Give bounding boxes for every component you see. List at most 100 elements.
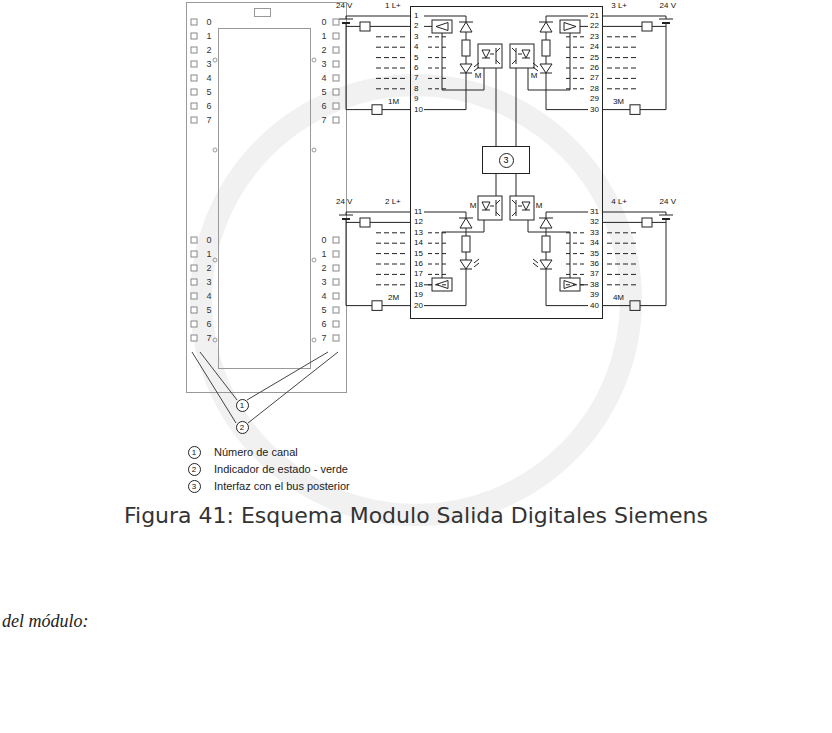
ground-terminal: 3M <box>613 98 624 106</box>
led-square <box>333 33 339 39</box>
channel-number: 6 <box>321 320 326 329</box>
terminal-number: 5 <box>414 54 418 62</box>
terminal-number: 35 <box>590 250 599 258</box>
terminal-number: 8 <box>414 85 418 93</box>
terminal-number: 26 <box>590 64 599 72</box>
led-square <box>333 321 339 327</box>
led-square <box>191 307 197 313</box>
output-driver <box>510 20 588 146</box>
channel-number: 2 <box>321 264 326 273</box>
channel-number: 5 <box>321 306 326 315</box>
terminal-number: 25 <box>590 54 599 62</box>
channel-number: 7 <box>206 334 211 343</box>
led-square <box>191 47 197 53</box>
legend-number: 2 <box>188 463 201 476</box>
callout-number: 1 <box>236 399 249 412</box>
terminal-number: 36 <box>590 260 599 268</box>
external-supply <box>339 212 410 310</box>
terminal-number: 23 <box>590 33 599 41</box>
output-driver <box>424 174 502 291</box>
ground-mark: M <box>470 202 477 210</box>
terminal-number: 19 <box>414 291 423 299</box>
terminal-number: 39 <box>590 291 599 299</box>
legend-text: Interfaz con el bus posterior <box>214 481 350 492</box>
ground-mark: M <box>475 72 482 80</box>
terminal-block <box>411 7 603 319</box>
terminal-number: 7 <box>414 74 418 82</box>
led-square <box>191 103 197 109</box>
channel-number: 0 <box>321 18 326 27</box>
callout-number: 3 <box>499 153 514 168</box>
channel-number: 7 <box>321 334 326 343</box>
terminal-number: 10 <box>414 106 423 114</box>
led-square <box>191 293 197 299</box>
channel-number: 6 <box>206 320 211 329</box>
led-square <box>191 19 197 25</box>
supply-terminal: 1 L+ <box>385 2 401 10</box>
terminal-number: 4 <box>414 43 418 51</box>
legend-text: Número de canal <box>214 447 298 458</box>
supply-terminal: 4 L+ <box>611 198 627 206</box>
channel-number: 0 <box>321 236 326 245</box>
channel-number: 5 <box>206 88 211 97</box>
supply-terminal: 3 L+ <box>611 2 627 10</box>
terminal-number: 16 <box>414 260 423 268</box>
channel-number: 4 <box>321 292 326 301</box>
led-square <box>333 103 339 109</box>
terminal-number: 3 <box>414 33 418 41</box>
legend-number: 1 <box>188 446 201 459</box>
terminal-number: 22 <box>590 22 599 30</box>
channel-number: 6 <box>206 102 211 111</box>
channel-number: 1 <box>206 32 211 41</box>
channel-number: 1 <box>321 250 326 259</box>
led-square <box>333 19 339 25</box>
terminal-number: 15 <box>414 250 423 258</box>
terminal-number: 31 <box>590 208 599 216</box>
led-square <box>191 75 197 81</box>
channel-number: 3 <box>206 60 211 69</box>
terminal-number: 6 <box>414 64 418 72</box>
led-square <box>191 251 197 257</box>
channel-number: 6 <box>321 102 326 111</box>
led-square <box>333 279 339 285</box>
led-square <box>333 61 339 67</box>
terminal-number: 37 <box>590 270 599 278</box>
supply-voltage: 24 V <box>336 198 352 206</box>
external-supply <box>602 16 673 114</box>
output-driver <box>510 174 588 291</box>
channel-number: 4 <box>206 292 211 301</box>
terminal-number: 29 <box>590 95 599 103</box>
channel-number: 5 <box>206 306 211 315</box>
channel-number: 3 <box>206 278 211 287</box>
output-driver <box>424 20 502 146</box>
ground-terminal: 4M <box>613 294 624 302</box>
led-square <box>333 293 339 299</box>
channel-number: 4 <box>206 74 211 83</box>
leader-lines <box>192 352 338 423</box>
terminal-number: 28 <box>590 85 599 93</box>
terminal-number: 9 <box>414 95 418 103</box>
output-wiring <box>533 212 588 306</box>
body-text: del módulo: <box>2 612 88 630</box>
legend-number: 3 <box>188 480 201 493</box>
terminal-number: 20 <box>414 302 423 310</box>
ground-mark: M <box>536 202 543 210</box>
module-front <box>187 3 347 393</box>
terminal-number: 2 <box>414 22 418 30</box>
led-square <box>191 61 197 67</box>
supply-terminal: 2 L+ <box>385 198 401 206</box>
terminal-number: 11 <box>414 208 422 216</box>
terminal-number: 33 <box>590 229 599 237</box>
led-square <box>191 335 197 341</box>
channel-number: 7 <box>321 116 326 125</box>
output-wiring <box>424 16 479 110</box>
led-square <box>333 47 339 53</box>
channel-number: 3 <box>321 278 326 287</box>
led-square <box>333 307 339 313</box>
channel-number: 2 <box>206 46 211 55</box>
ground-mark: M <box>531 72 538 80</box>
channel-number: 4 <box>321 74 326 83</box>
terminal-number: 27 <box>590 74 599 82</box>
supply-voltage: 24 V <box>336 2 352 10</box>
